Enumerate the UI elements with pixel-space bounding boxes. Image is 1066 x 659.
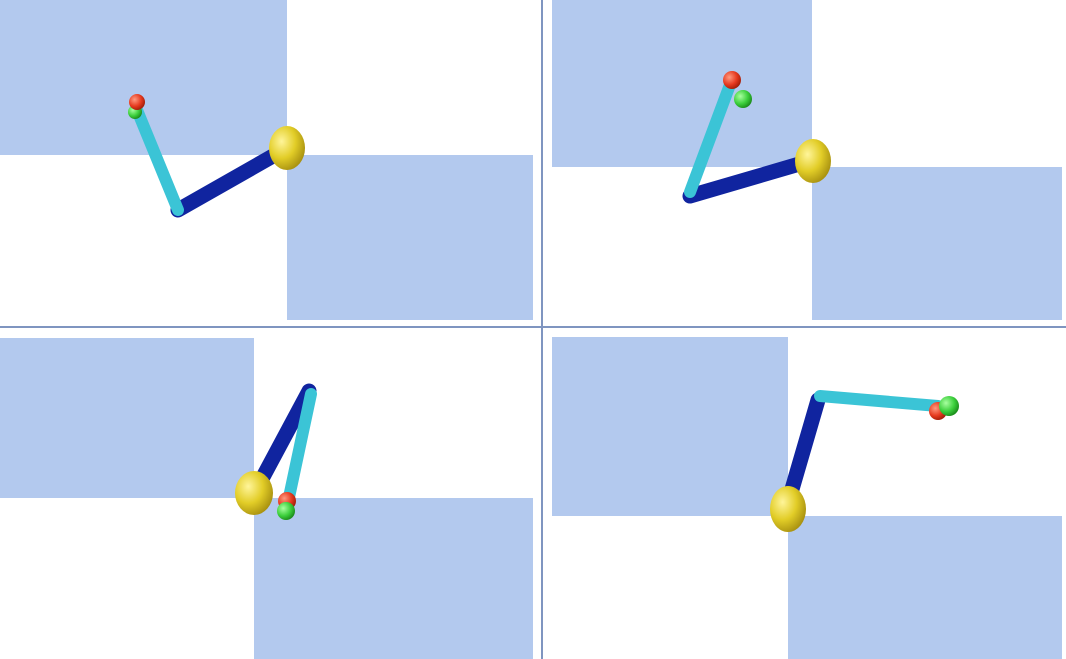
lower-link: [282, 388, 317, 508]
pose-1-scene: [0, 0, 533, 320]
upper-link: [682, 152, 821, 204]
base-joint-icon: [269, 126, 305, 170]
pose-2-scene: [552, 0, 1062, 320]
floor-tile-lower: [788, 516, 1062, 659]
floor-tile-upper: [0, 338, 254, 498]
upper-link: [248, 383, 317, 498]
effector-marker-icon: [734, 90, 752, 108]
upper-link: [170, 140, 295, 218]
floor-tile-upper: [552, 0, 812, 167]
upper-link: [780, 392, 826, 511]
pose-panel-2: [543, 0, 1066, 326]
pose-panel-1: [0, 0, 541, 326]
lower-link: [814, 390, 944, 412]
base-joint-icon: [770, 486, 806, 532]
effector-marker-icon: [939, 396, 959, 416]
pose-panel-3: [0, 328, 541, 659]
floor-tile-lower: [254, 498, 533, 659]
floor-tile-upper: [552, 337, 788, 516]
target-marker-icon: [723, 71, 741, 89]
pose-3-scene: [0, 338, 533, 659]
vertical-divider: [541, 0, 543, 659]
lower-link: [684, 76, 737, 198]
floor-tile-lower: [812, 167, 1062, 320]
lower-link: [131, 104, 184, 216]
floor-tile-lower: [287, 155, 533, 320]
horizontal-divider: [0, 326, 1066, 328]
effector-marker-icon: [277, 502, 295, 520]
pose-panel-4: [543, 328, 1066, 659]
pose-4-scene: [552, 337, 1062, 659]
target-marker-icon: [129, 94, 145, 110]
base-joint-icon: [795, 139, 831, 183]
base-joint-icon: [235, 471, 273, 515]
